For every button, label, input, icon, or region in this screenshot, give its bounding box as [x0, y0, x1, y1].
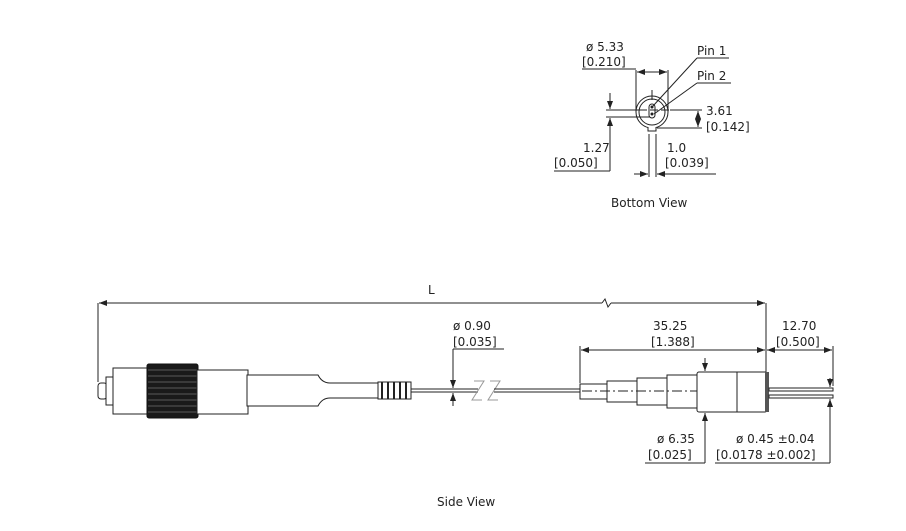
pin-2 — [650, 112, 654, 116]
break-symbol — [487, 380, 501, 401]
pin-spacing-mm: 1.27 — [583, 141, 610, 155]
break-symbol — [471, 380, 485, 401]
laser-module — [579, 371, 834, 413]
pin-diameter-mm: ø 0.45 ±0.04 — [736, 432, 814, 446]
fc-connector — [97, 363, 412, 419]
bottom-view: ø 5.33 [0.210] Pin 1 Pin 2 3.61 [0.142] … — [554, 40, 750, 210]
pin — [768, 394, 834, 399]
body-diameter-in: [0.025] — [648, 448, 692, 462]
body-length-mm: 35.25 — [653, 319, 687, 333]
pin-diameter-in: [0.0178 ±0.002] — [716, 448, 816, 462]
pin — [768, 387, 834, 392]
body-diameter-mm: ø 6.35 — [657, 432, 695, 446]
bottom-height-mm: 3.61 — [706, 104, 733, 118]
tab-width-in: [0.039] — [665, 156, 709, 170]
body-length-in: [1.388] — [651, 335, 695, 349]
side-view-title: Side View — [437, 495, 495, 509]
knurled-nut — [146, 363, 199, 419]
pin-2-label: Pin 2 — [697, 69, 726, 83]
length-label: L — [428, 283, 435, 297]
pin-length-mm: 12.70 — [782, 319, 816, 333]
bottom-view-title: Bottom View — [611, 196, 687, 210]
bottom-diameter-in: [0.210] — [582, 55, 626, 69]
pin-spacing-in: [0.050] — [554, 156, 598, 170]
pin-1 — [650, 105, 654, 109]
fiber-diameter-mm: ø 0.90 — [453, 319, 491, 333]
bottom-diameter-mm: ø 5.33 — [586, 40, 624, 54]
tab-width-mm: 1.0 — [667, 141, 686, 155]
fiber-diameter-in: [0.035] — [453, 335, 497, 349]
fiber-cable — [411, 380, 580, 401]
bottom-height-in: [0.142] — [706, 120, 750, 134]
pin-1-label: Pin 1 — [697, 44, 726, 58]
side-view: L — [97, 283, 834, 509]
pin-length-in: [0.500] — [776, 335, 820, 349]
